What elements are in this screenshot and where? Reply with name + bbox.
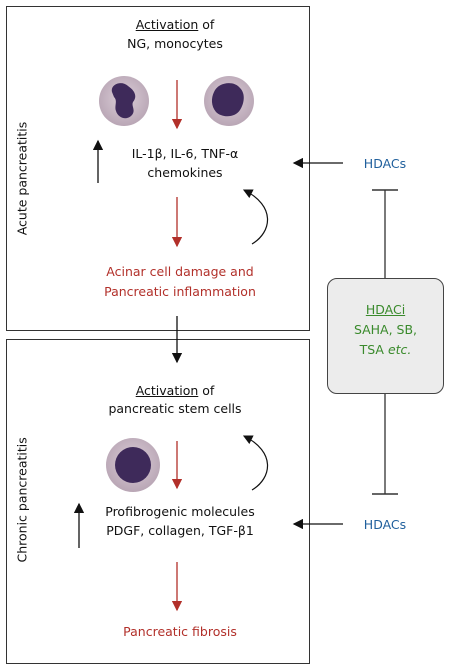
hdaci-line3-main: TSA [359, 342, 388, 357]
chronic-activation-target: pancreatic stem cells [108, 401, 242, 416]
acute-cytokines-line2: chemokines [147, 165, 223, 180]
hdacs-top-label: HDACs [363, 156, 407, 171]
hdaci-title: HDACi [365, 302, 406, 317]
acute-activation-of: of [198, 17, 215, 32]
chronic-molecules-line2: PDGF, collagen, TGF-β1 [106, 523, 254, 538]
hdaci-line3-etc: etc. [387, 342, 412, 357]
chronic-molecules-line1: Profibrogenic molecules [105, 504, 255, 519]
chronic-activation-word: Activation [135, 383, 199, 398]
chronic-curved-arrow [242, 435, 269, 491]
acute-activation-title: Activation of [100, 17, 250, 32]
hdaci-line2: SAHA, SB, [353, 322, 418, 337]
hdacs-bottom-label: HDACs [363, 517, 407, 532]
chronic-pancreatitis-panel [6, 339, 310, 664]
acute-activation-target: NG, monocytes [127, 36, 223, 51]
neutrophil-cell-icon [99, 76, 149, 126]
acute-pancreatitis-panel [6, 6, 310, 331]
stem-cell-icon [106, 438, 160, 492]
acute-activation-word: Activation [135, 17, 199, 32]
acute-cytokines-line1: IL-1β, IL-6, TNF-α [131, 146, 239, 161]
acute-damage-line2: Pancreatic inflammation [104, 284, 256, 299]
acute-damage-line1: Acinar cell damage and [106, 264, 254, 279]
acute-curved-arrow [242, 189, 269, 245]
hdaci-line3: TSA etc. [327, 342, 444, 357]
chronic-activation-title: Activation of [100, 383, 250, 398]
monocyte-cell-icon [204, 76, 254, 126]
chronic-activation-of: of [198, 383, 215, 398]
hdaci-box [327, 278, 444, 394]
chronic-outcome: Pancreatic fibrosis [123, 624, 237, 639]
